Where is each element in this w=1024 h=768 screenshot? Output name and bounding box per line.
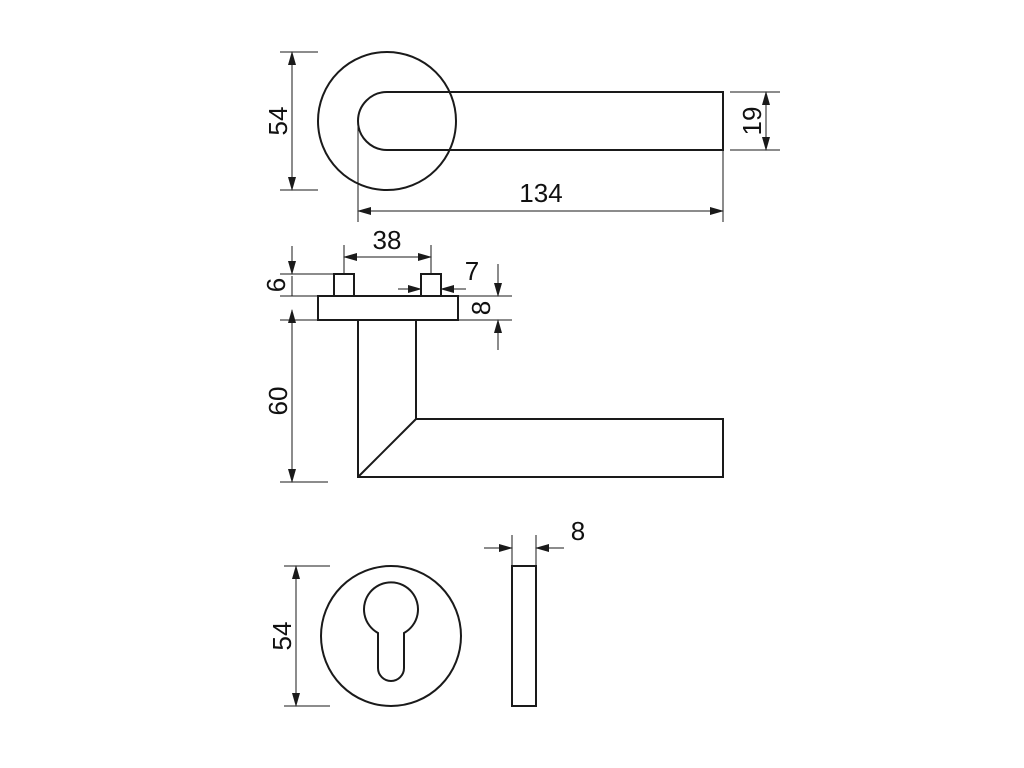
rose-plate	[317, 295, 459, 321]
rose-outline	[317, 51, 457, 191]
keyhole-outline	[363, 581, 419, 682]
dim-escutcheon-thickness: 8	[484, 516, 585, 566]
escutcheon-outline	[320, 565, 462, 707]
dim-pin-height-label: 6	[261, 278, 291, 292]
pin-right	[420, 273, 442, 297]
escutcheon-side-view: 8	[484, 516, 585, 707]
lever-top-view: 54 134 19	[263, 51, 780, 222]
escutcheon-side-outline	[511, 565, 537, 707]
dim-rose-diameter-label: 54	[263, 107, 293, 136]
dim-neck-height-label: 60	[263, 387, 293, 416]
lever-body-outline	[357, 320, 724, 478]
dim-lever-length-label: 134	[519, 178, 562, 208]
dim-rose-thickness: 8	[458, 264, 512, 350]
lever-bend-edge	[357, 418, 417, 478]
dim-lever-width: 19	[730, 91, 780, 151]
dim-pin-height: 6	[261, 246, 334, 297]
dim-pin-width-label: 7	[465, 256, 479, 286]
dim-pin-width: 7	[398, 256, 479, 293]
lever-side-view: 38 6 7 8 60	[261, 225, 724, 483]
dim-rose-diameter: 54	[263, 51, 318, 191]
dim-pin-spacing-label: 38	[373, 225, 402, 255]
dim-rose-thickness-label: 8	[466, 301, 496, 315]
dim-neck-height: 60	[263, 309, 328, 483]
dim-escutcheon-diameter: 54	[267, 565, 330, 707]
dim-lever-length: 134	[357, 120, 724, 222]
dim-lever-width-label: 19	[737, 107, 767, 136]
pin-left	[333, 273, 355, 297]
dim-pin-spacing: 38	[343, 225, 432, 274]
dim-escutcheon-thickness-label: 8	[571, 516, 585, 546]
lever-outline	[357, 91, 724, 151]
dim-escutcheon-diameter-label: 54	[267, 622, 297, 651]
escutcheon-front-view: 54	[267, 565, 462, 707]
